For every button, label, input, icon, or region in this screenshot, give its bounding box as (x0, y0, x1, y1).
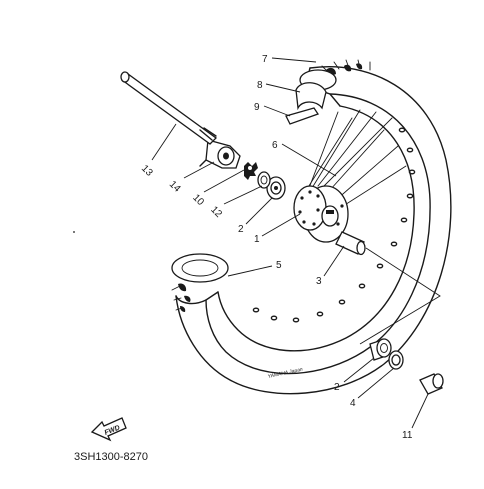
callout-9: 9 (254, 102, 260, 113)
callout-11: 11 (402, 430, 413, 441)
callout-8: 8 (257, 80, 263, 91)
wheel-hub (293, 185, 349, 243)
tyre-section-left (171, 253, 229, 283)
callout-6: 6 (272, 140, 278, 151)
spoke-holes (252, 127, 416, 323)
callout-10: 10 (190, 192, 206, 208)
callout-4: 4 (350, 398, 356, 409)
explode-lines (359, 247, 441, 345)
bearing-right (369, 338, 392, 361)
oil-seal-right (388, 350, 404, 370)
bearing-left (266, 176, 286, 200)
valve-flap (285, 107, 320, 125)
collar (419, 373, 444, 395)
oil-seal (257, 171, 271, 189)
forward-direction-badge: FWD (90, 417, 127, 442)
callout-2-left: 2 (238, 224, 244, 235)
stray-dot (73, 231, 75, 233)
rim-marking: YAMAHA Japan (267, 367, 303, 380)
speedometer-gear-unit (199, 139, 241, 169)
rim-band (295, 82, 327, 111)
callout-2-right: 2 (334, 382, 340, 393)
callout-3: 3 (316, 276, 322, 287)
spokes (299, 109, 407, 209)
callout-13: 13 (139, 163, 155, 179)
leader-lines (151, 57, 429, 429)
callout-1: 1 (254, 234, 260, 245)
callout-7: 7 (262, 54, 268, 65)
spacer (335, 231, 366, 256)
callout-14: 14 (167, 179, 183, 195)
meter-clutch-gear (244, 162, 258, 180)
callout-12: 12 (208, 204, 224, 220)
diagram-part-number: 3SH1300-8270 (74, 451, 148, 463)
wheel-axle (120, 71, 217, 145)
callout-5: 5 (276, 260, 282, 271)
